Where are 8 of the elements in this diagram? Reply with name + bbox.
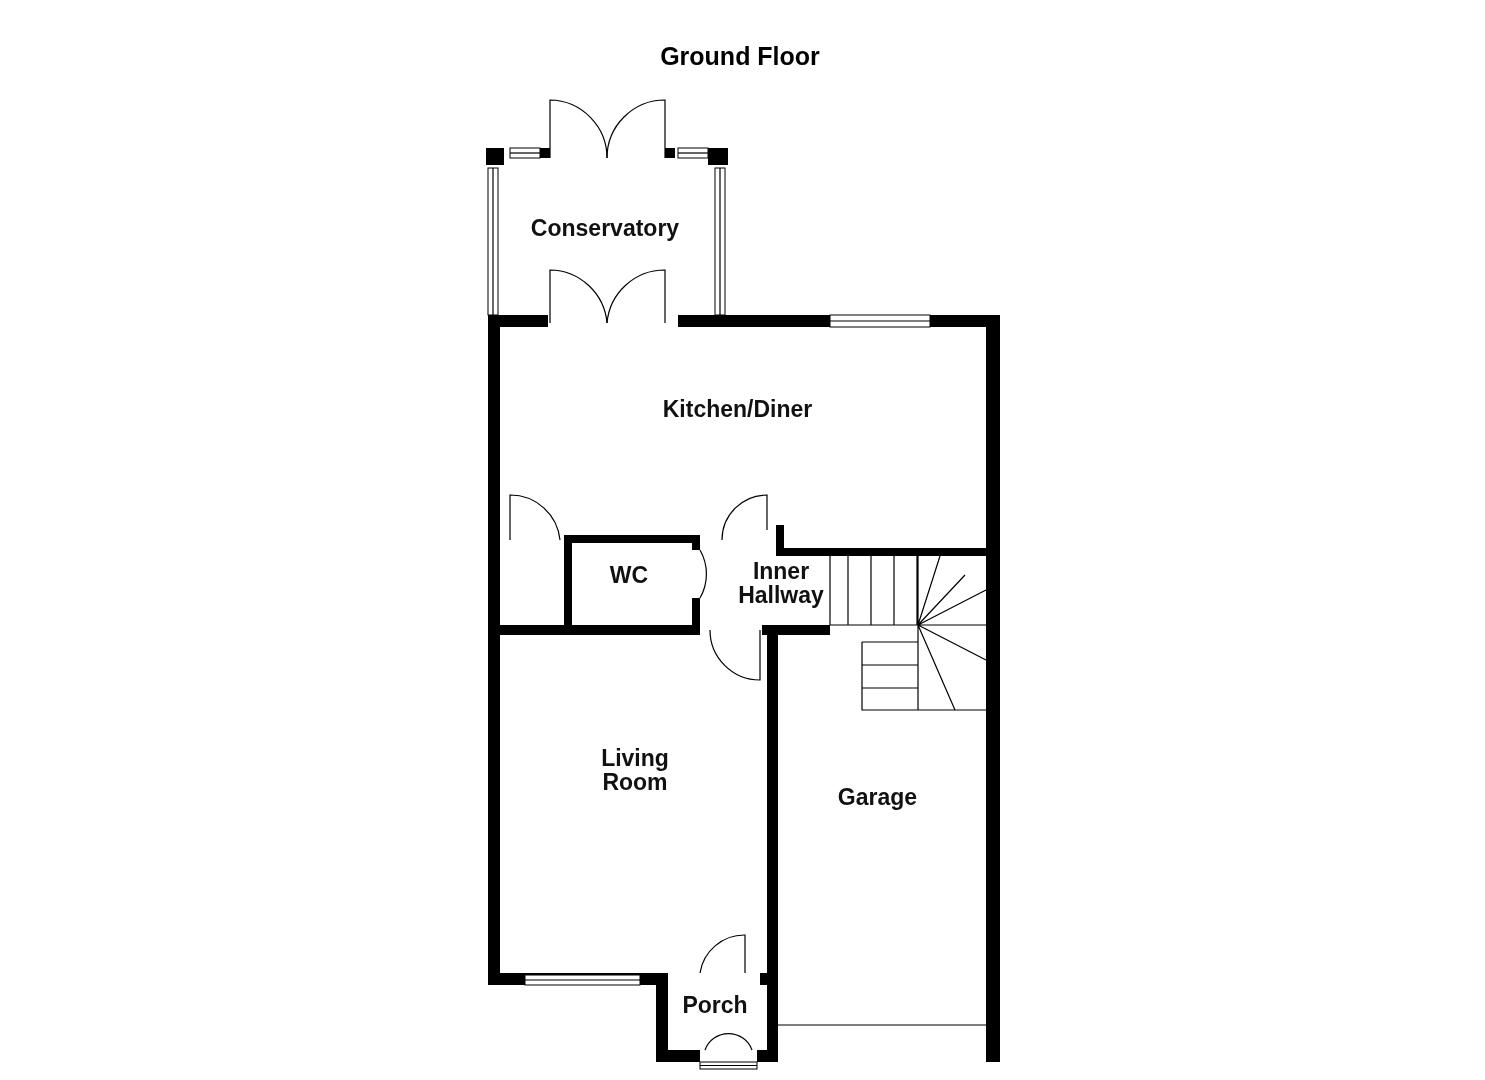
room-label: Living Room [590,746,680,794]
room-label: Garage [830,785,925,809]
title: Ground Floor [659,42,821,71]
room-label: Conservatory [515,216,695,240]
room-label: Kitchen/Diner [650,397,825,421]
room-label: Inner Hallway [736,559,826,607]
room-label: WC [600,563,658,587]
room-label: Porch [676,993,754,1017]
